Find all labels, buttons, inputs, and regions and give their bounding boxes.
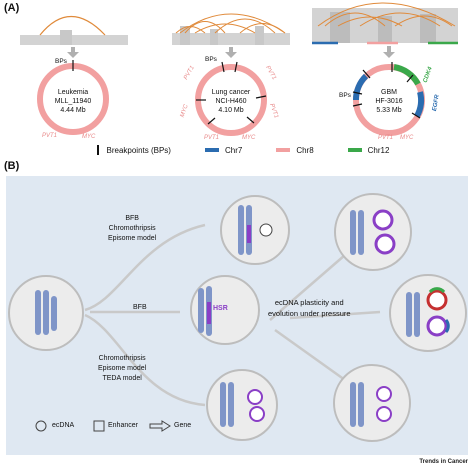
cell-top xyxy=(220,195,290,265)
path3-line: TEDA model xyxy=(102,375,142,382)
gene-label: MYC xyxy=(82,134,96,140)
legend-breakpoints: Breakpoints (BPs) xyxy=(97,145,171,155)
panel-a-figure xyxy=(20,2,458,136)
coverage-track-2 xyxy=(172,13,290,45)
panel-a-label: (A) xyxy=(4,2,20,14)
legend-chr7-label: Chr7 xyxy=(224,145,243,155)
footer: Trends in Cancer xyxy=(419,459,468,465)
gene-label: PVT1 xyxy=(204,135,220,141)
circle-3-label: GBM HF-3016 5.33 Mb xyxy=(359,88,419,115)
key-gene: Gene xyxy=(174,422,192,429)
legend-chr12-label: Chr12 xyxy=(367,145,390,155)
path2-label: BFB xyxy=(133,304,147,311)
bps-label-1: BPs xyxy=(55,58,67,65)
down-arrows xyxy=(67,46,395,58)
circle-1-type: Leukemia xyxy=(57,89,89,96)
cell-right-mid xyxy=(389,274,467,352)
path3-label: Chromothripsis Episome model TEDA model xyxy=(98,354,146,384)
bps-label-3: BPs xyxy=(339,92,351,99)
circle-1-label: Leukemia MLL_11940 4.44 Mb xyxy=(43,88,103,115)
center-line: evolution under pressure xyxy=(268,309,351,318)
coverage-track-3 xyxy=(312,2,458,45)
legend: Breakpoints (BPs) Chr7 Chr8 Chr12 xyxy=(97,145,423,155)
circle-2-sample: NCI-H460 xyxy=(215,98,247,105)
path1-line: Episome model xyxy=(108,235,157,242)
chr8-swatch xyxy=(276,148,291,152)
gene-label: MYC xyxy=(400,135,414,141)
circle-1-size: 4.44 Mb xyxy=(60,107,86,114)
circle-2-type: Lung cancer xyxy=(211,89,251,96)
center-line: ecDNA plasticity and xyxy=(274,298,344,307)
breakpoint-swatch xyxy=(97,145,99,155)
panel-b-label: (B) xyxy=(4,160,20,172)
chr7-swatch xyxy=(204,148,219,152)
circle-2-size: 4.10 Mb xyxy=(218,107,244,114)
cell-bottom xyxy=(206,369,278,441)
gene-label: MYC xyxy=(242,135,256,141)
gene-label: PVT1 xyxy=(42,133,58,139)
cell-right-bottom xyxy=(333,364,411,442)
hsr-label: HSR xyxy=(213,305,228,312)
circle-2-label: Lung cancer NCI-H460 4.10 Mb xyxy=(201,88,261,115)
center-label: ecDNA plasticity and evolution under pre… xyxy=(268,297,351,319)
path1-label: BFB Chromothripsis Episome model xyxy=(108,214,156,244)
coverage-track-1 xyxy=(20,15,128,45)
circle-3-size: 5.33 Mb xyxy=(376,107,402,114)
path3-line: Episome model xyxy=(98,365,147,372)
legend-chr7: Chr7 xyxy=(204,145,243,155)
circle-1-sample: MLL_11940 xyxy=(54,98,92,105)
legend-chr8: Chr8 xyxy=(276,145,314,155)
bps-label-2: BPs xyxy=(205,56,217,63)
gene-label: PVT1 xyxy=(378,135,394,141)
key-ecdna: ecDNA xyxy=(52,422,75,429)
legend-chr8-label: Chr8 xyxy=(296,145,314,155)
legend-chr12: Chr12 xyxy=(347,145,390,155)
chr12-swatch xyxy=(347,148,362,152)
circle-3-sample: HF-3016 xyxy=(375,98,403,105)
path3-line: Chromothripsis xyxy=(98,355,146,362)
path1-line: BFB xyxy=(125,215,139,222)
key-enhancer: Enhancer xyxy=(108,422,138,429)
path1-line: Chromothripsis xyxy=(108,225,156,232)
cell-right-top xyxy=(334,193,412,271)
circle-3-type: GBM xyxy=(381,89,397,96)
legend-breakpoints-label: Breakpoints (BPs) xyxy=(106,145,171,155)
